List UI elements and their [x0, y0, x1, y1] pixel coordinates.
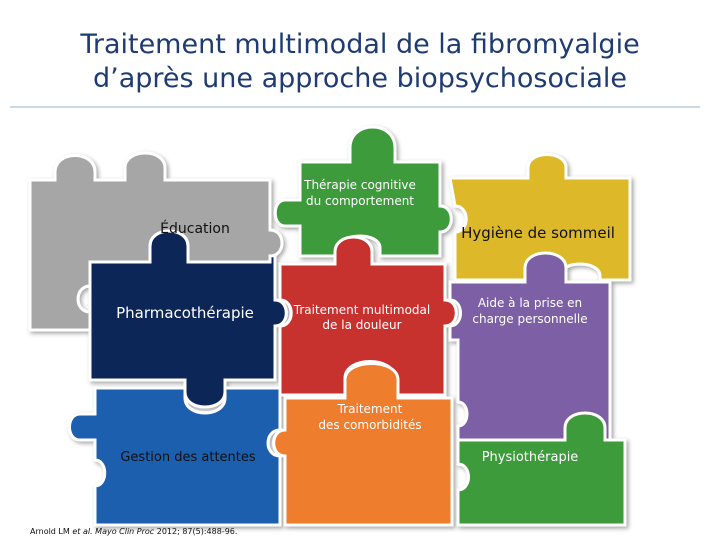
puzzle-piece-attentes — [68, 386, 282, 527]
slide-title: Traitement multimodal de la fibromyalgie… — [0, 28, 720, 96]
label-comorbidites-line-1: Traitement — [337, 402, 403, 416]
label-tcc-line-2: du comportement — [305, 194, 415, 208]
puzzle-piece-sommeil — [448, 153, 632, 282]
puzzle-piece-comorbidites — [272, 362, 454, 527]
label-sommeil: Hygiène de sommeil — [461, 224, 615, 242]
title-line-1: Traitement multimodal de la fibromyalgie — [80, 29, 640, 60]
label-comorbidites-line-2: des comorbidités — [318, 418, 422, 432]
label-attentes: Gestion des attentes — [120, 450, 256, 465]
citation-ref: 2012; 87(5):488-96. — [154, 527, 238, 536]
citation-etal: et al. — [72, 527, 93, 536]
citation-journal: Mayo Clin Proc — [92, 527, 155, 536]
label-douleur-line-1: Traitement multimodal — [293, 303, 431, 317]
label-douleur: Traitement multimodal de la douleur — [282, 303, 442, 333]
citation-authors: Arnold LM — [30, 527, 73, 536]
label-aide: Aide à la prise en charge personnelle — [455, 295, 605, 327]
puzzle-piece-aide — [448, 251, 612, 447]
title-line-2: d’après une approche biopsychosociale — [92, 63, 627, 94]
label-tcc-line-1: Thérapie cognitive — [304, 178, 416, 192]
label-tcc: Thérapie cognitive du comportement — [280, 177, 440, 209]
label-douleur-line-2: de la douleur — [322, 318, 402, 332]
puzzle-piece-tcc — [273, 125, 453, 258]
label-aide-line-2: charge personnelle — [472, 312, 588, 326]
label-physio: Physiothérapie — [481, 450, 579, 465]
puzzle-piece-douleur — [278, 235, 458, 397]
label-pharmaco: Pharmacothérapie — [116, 304, 254, 322]
puzzle-piece-education — [28, 151, 284, 332]
label-comorbidites: Traitement des comorbidités — [290, 401, 450, 433]
label-aide-line-1: Aide à la prise en — [477, 296, 583, 310]
puzzle-piece-physio — [456, 411, 627, 527]
title-divider — [10, 106, 700, 108]
label-education: Éducation — [160, 221, 230, 237]
citation: Arnold LM et al. Mayo Clin Proc 2012; 87… — [30, 527, 237, 536]
